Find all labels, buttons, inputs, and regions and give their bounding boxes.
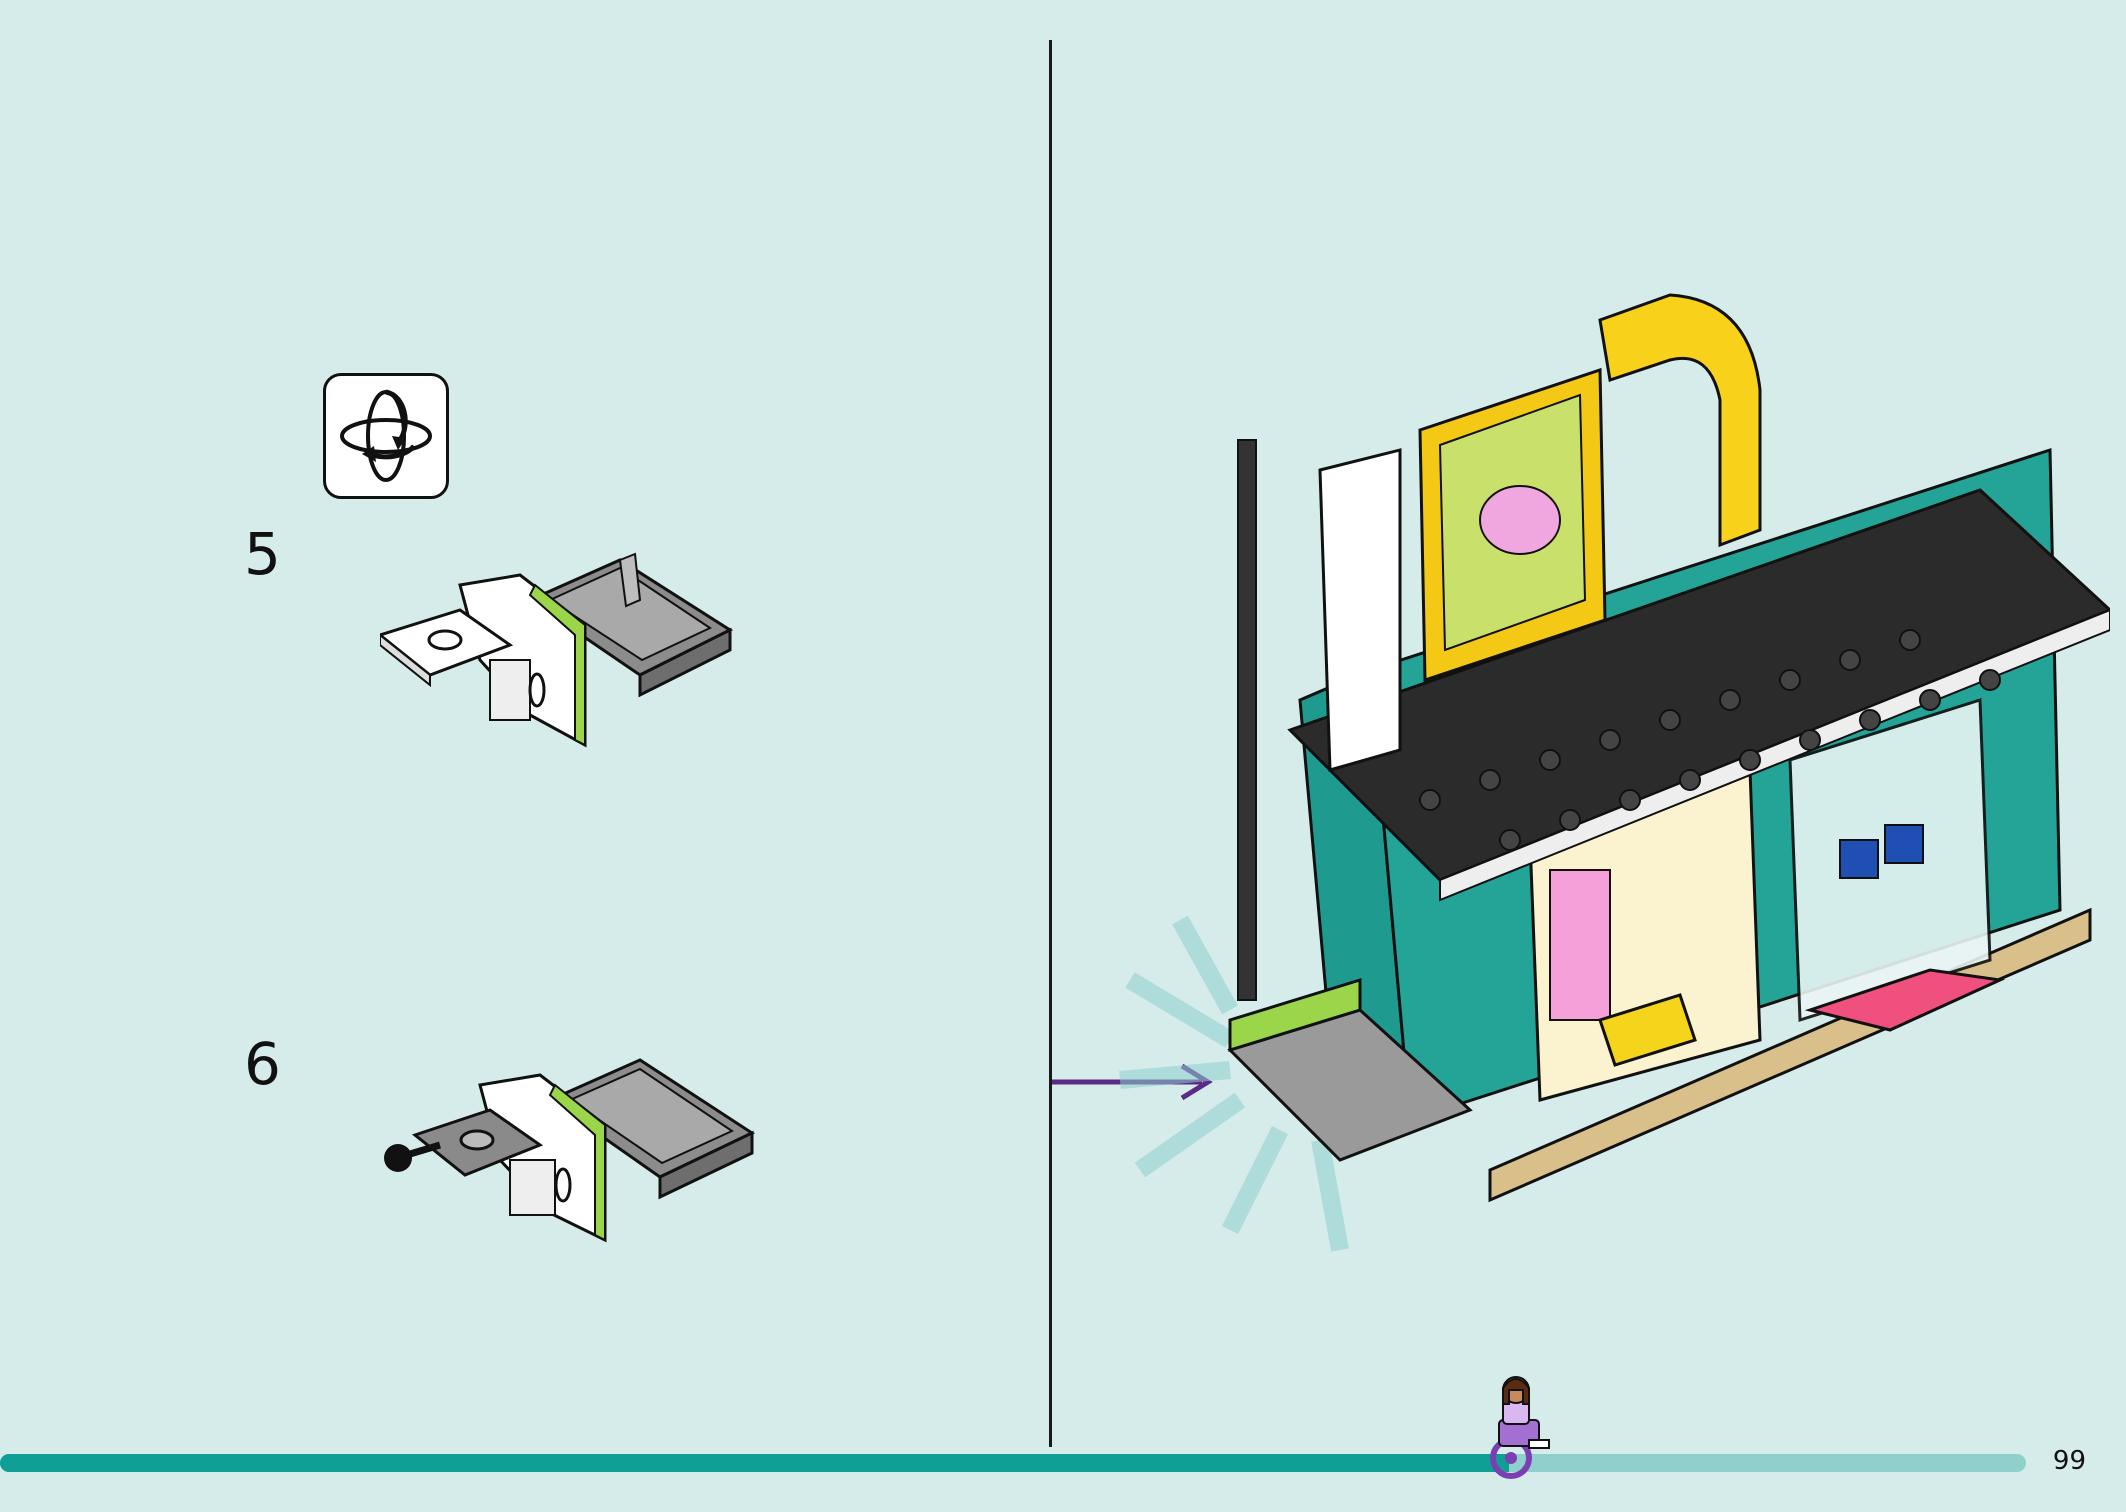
step-number-5: 5 [244,520,281,588]
page-number: 99 [2052,1446,2086,1476]
shop-building-model-illustration [1119,293,2110,1252]
page-divider [1049,40,1052,1447]
step-number-6: 6 [244,1030,281,1098]
minifigure-wheelchair-icon [1490,1376,1550,1479]
step-5-assembly-illustration [380,552,734,748]
rotate-model-icon [323,373,449,499]
step-6-assembly-illustration [384,1058,756,1243]
progress-bar-fill [0,1454,1509,1472]
